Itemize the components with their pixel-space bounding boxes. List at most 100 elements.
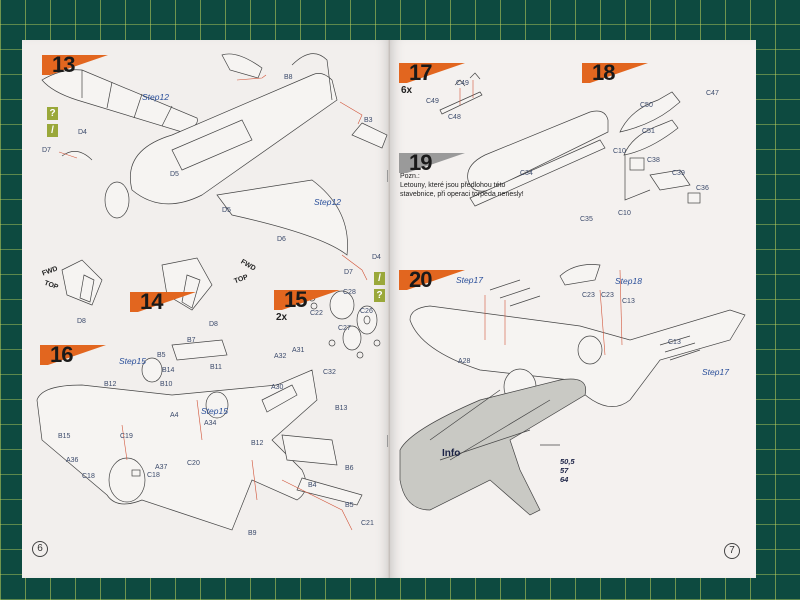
part-label: A30 — [271, 384, 284, 391]
part-label: B7 — [187, 337, 196, 344]
part-label: C34 — [520, 170, 533, 177]
step-multiplier: 6x — [401, 85, 413, 96]
part-label: D8 — [209, 321, 218, 328]
part-label: C19 — [120, 433, 133, 440]
part-label: C26 — [360, 308, 373, 315]
right-page: 17 6x C49 C49 C48 18 C50 C47 C51 19 Pozn… — [390, 40, 756, 578]
part-label: C23 — [582, 292, 595, 299]
part-label: D7 — [42, 147, 51, 154]
step-ref-step15: Step15 — [201, 406, 228, 416]
step-number: 17 — [409, 60, 433, 85]
part-label: C48 — [448, 114, 461, 121]
note-title: Pozn.: — [400, 173, 420, 180]
part-label: C49 — [426, 98, 439, 105]
part-label: C10 — [618, 210, 631, 217]
part-label: C23 — [601, 292, 614, 299]
part-label: D5 — [170, 171, 179, 178]
page-number-right: 7 — [724, 543, 740, 559]
step-number: 19 — [409, 150, 433, 175]
part-label: B6 — [345, 465, 354, 472]
info-plan-view-drawing — [399, 378, 587, 516]
part-label: C10 — [613, 148, 626, 155]
instruction-booklet: 13 Step12 Step12 ? / / ? D4 D7 D5 D5 D6 … — [22, 40, 756, 578]
part-label: C28 — [343, 289, 356, 296]
part-label: B4 — [308, 482, 317, 489]
right-page-drawings — [399, 72, 746, 516]
test-fit-badge: ? — [374, 289, 385, 302]
aircraft-top-view-drawing — [409, 305, 746, 408]
part-label: C18 — [82, 473, 95, 480]
glue-badge: / — [47, 124, 58, 137]
part-label: C50 — [640, 102, 653, 109]
step-number: 20 — [409, 267, 433, 292]
step-number: 13 — [52, 52, 76, 77]
part-label: C38 — [647, 157, 660, 164]
step-number: 16 — [50, 342, 74, 367]
part-label: C18 — [147, 472, 160, 479]
part-label: C51 — [642, 128, 655, 135]
part-label: C22 — [310, 310, 323, 317]
part-label: C13 — [668, 339, 681, 346]
part-label: B13 — [335, 405, 348, 412]
step-number: 14 — [140, 289, 164, 314]
info-label: Info — [442, 448, 461, 459]
part-label: A36 — [66, 457, 79, 464]
part-label: A32 — [274, 353, 287, 360]
part-label: B9 — [248, 530, 257, 537]
wing-left-drawing — [41, 69, 198, 133]
part-label: B5 — [157, 352, 166, 359]
step-number: 15 — [284, 287, 308, 312]
left-page-drawings — [36, 53, 388, 531]
step-ref-step17: Step17 — [702, 367, 729, 377]
step-number: 18 — [592, 60, 616, 85]
part-label: B11 — [210, 364, 222, 371]
part-label: B15 — [58, 433, 71, 440]
step-ref-step17: Step17 — [456, 275, 483, 285]
part-label: C21 — [361, 520, 374, 527]
part-label: C47 — [706, 90, 719, 97]
part-label: B12 — [104, 381, 117, 388]
part-label: A28 — [458, 358, 471, 365]
part-label: D4 — [372, 254, 381, 261]
part-label: A37 — [155, 464, 168, 471]
dimension-value: 57 — [560, 466, 569, 475]
part-label: D5 — [222, 207, 231, 214]
step-multiplier: 2x — [276, 312, 288, 323]
part-label: D6 — [277, 236, 286, 243]
step-ref-step12: Step12 — [314, 197, 341, 207]
part-label: C39 — [672, 170, 685, 177]
wing-right-drawing — [216, 179, 348, 256]
part-label: D8 — [77, 318, 86, 325]
part-label: B12 — [251, 440, 264, 447]
glue-badge: / — [374, 272, 385, 285]
step-ref-step15: Step15 — [119, 356, 146, 366]
part-label: B14 — [162, 367, 175, 374]
part-label: D7 — [344, 269, 353, 276]
test-fit-badge: ? — [47, 107, 58, 120]
part-label: A34 — [204, 420, 217, 427]
part-label: A31 — [292, 347, 305, 354]
part-label: C49 — [456, 80, 469, 87]
part-label: C13 — [622, 298, 635, 305]
part-label: C27 — [338, 325, 351, 332]
part-label: C36 — [696, 185, 709, 192]
aircraft-assembly-drawing — [36, 369, 318, 531]
part-label: B8 — [284, 74, 293, 81]
step-ref-step18: Step18 — [615, 276, 642, 286]
dimension-value: 64 — [560, 475, 569, 484]
part-label: C35 — [580, 216, 593, 223]
part-label: C20 — [187, 460, 200, 467]
step-19-note: Pozn.: Letouny, které jsou předlohou tét… — [400, 172, 540, 199]
torpedo-drawing — [467, 110, 609, 192]
part-label: C32 — [323, 369, 336, 376]
step-ref-step12: Step12 — [142, 92, 169, 102]
part-label: B10 — [160, 381, 173, 388]
left-page: 13 Step12 Step12 ? / / ? D4 D7 D5 D5 D6 … — [22, 40, 390, 578]
part-label: B3 — [364, 117, 373, 124]
dimension-value: 50,5 — [560, 457, 575, 466]
part-label: D4 — [78, 129, 87, 136]
fuselage-drawing — [130, 73, 338, 205]
page-number-left: 6 — [32, 541, 48, 557]
part-label: A4 — [170, 412, 179, 419]
note-text: Letouny, které jsou předlohou této stave… — [400, 182, 524, 198]
